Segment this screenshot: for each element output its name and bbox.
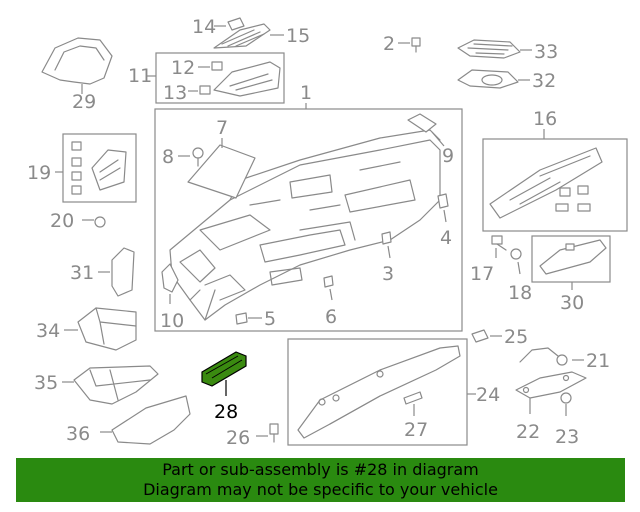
part-7-cover [187,138,256,199]
part-22-bracket [515,371,587,414]
callout-19: 19 [27,162,51,184]
part-18-nut [510,248,522,275]
callout-18: 18 [508,282,532,304]
callout-23: 23 [555,426,579,448]
callout-14: 14 [192,16,216,38]
part-4-clip [437,193,449,223]
frame-group-30 [531,235,611,283]
callout-24: 24 [476,384,500,406]
callout-28: 28 [214,401,238,423]
part-26-screw [256,423,279,443]
callout-16: 16 [533,108,557,130]
part-10-trim [161,263,179,304]
part-27-clip [403,391,423,416]
parts-diagram: 1 7 8 9 4 3 6 5 10 [27,16,628,449]
part-25-clip [471,329,502,343]
callout-13: 13 [163,82,187,104]
callout-22: 22 [516,421,540,443]
callout-17: 17 [470,263,494,285]
part-21-hose [519,347,584,366]
frame-group-11 [155,52,285,104]
part-19-vent [71,141,127,195]
callout-15: 15 [286,25,310,47]
callout-10: 10 [160,310,184,332]
part-29-cluster-hood [41,37,113,94]
callout-12: 12 [171,57,195,79]
callout-33: 33 [534,41,558,63]
callout-27: 27 [404,419,428,441]
part-13-clip [188,85,211,95]
part-23-screw [560,392,572,416]
callout-26: 26 [226,427,250,449]
part-36-panel [100,395,191,445]
part-12-clip [198,61,223,71]
part-11-vent [213,61,281,97]
part-9-clip [407,113,445,147]
part-34-bracket [64,307,137,351]
callout-30: 30 [560,292,584,314]
callout-1: 1 [300,82,312,104]
callout-25: 25 [504,326,528,348]
callout-7: 7 [216,117,228,139]
part-5-clip [235,312,262,325]
callout-11: 11 [128,65,152,87]
callout-32: 32 [532,70,556,92]
part-24-trim-panel [297,345,461,439]
part-17-bolt [491,235,507,258]
part-33-grille [457,39,532,59]
part-6-clip [323,275,334,301]
frame-group-19 [62,133,137,203]
banner-line-1: Part or sub-assembly is #28 in diagram [162,460,479,479]
callout-6: 6 [325,306,337,328]
callout-29: 29 [72,91,96,113]
callout-3: 3 [382,263,394,285]
callout-31: 31 [70,262,94,284]
callout-5: 5 [264,308,276,330]
callout-34: 34 [36,320,60,342]
part-2-bolt [398,37,421,53]
part-15-grille [213,23,284,49]
callout-36: 36 [66,423,90,445]
callout-20: 20 [50,210,74,232]
callout-4: 4 [440,227,452,249]
part-31-trim [98,247,135,297]
part-32-trim [457,69,530,89]
callout-21: 21 [586,350,610,372]
diagram-notice-banner: Part or sub-assembly is #28 in diagram D… [16,458,625,502]
callout-9: 9 [442,145,454,167]
part-35-bracket [62,365,159,405]
part-30-strip [539,239,607,275]
part-14-clip [214,17,245,31]
frame-group-24 [287,338,468,446]
callout-35: 35 [34,372,58,394]
callout-2: 2 [383,33,395,55]
frame-dashboard-1 [154,108,463,332]
part-20-screw [82,216,106,228]
part-3-clip [381,231,392,259]
callout-8: 8 [162,146,174,168]
part-16-vent-panel [489,147,603,219]
part-28-highlighted[interactable] [201,351,247,396]
banner-line-2: Diagram may not be specific to your vehi… [143,480,498,499]
frame-group-16 [482,138,628,232]
part-8-screw [178,147,204,167]
